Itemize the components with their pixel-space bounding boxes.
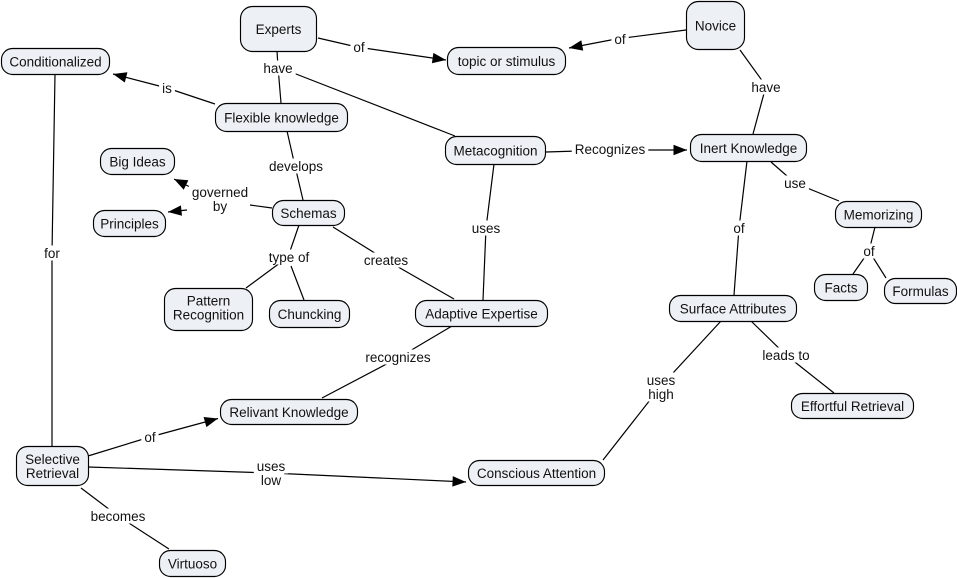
svg-text:is: is bbox=[162, 81, 172, 96]
svg-text:Pattern: Pattern bbox=[187, 294, 231, 309]
svg-text:Principles: Principles bbox=[100, 217, 159, 232]
svg-text:Retrieval: Retrieval bbox=[26, 466, 79, 481]
svg-text:for: for bbox=[44, 246, 60, 261]
svg-text:Conditionalized: Conditionalized bbox=[9, 55, 101, 70]
svg-text:governed: governed bbox=[192, 185, 248, 200]
svg-text:Relivant Knowledge: Relivant Knowledge bbox=[229, 405, 348, 420]
svg-text:high: high bbox=[648, 387, 674, 402]
svg-text:develops: develops bbox=[269, 159, 323, 174]
svg-text:have: have bbox=[263, 61, 292, 76]
svg-text:of: of bbox=[614, 32, 626, 47]
svg-text:of: of bbox=[863, 244, 875, 259]
svg-text:have: have bbox=[751, 80, 780, 95]
svg-text:leads to: leads to bbox=[762, 348, 809, 363]
svg-text:topic or stimulus: topic or stimulus bbox=[458, 54, 556, 69]
svg-text:Experts: Experts bbox=[256, 22, 302, 37]
svg-text:Metacognition: Metacognition bbox=[453, 144, 537, 159]
svg-text:uses: uses bbox=[647, 373, 676, 388]
svg-text:uses: uses bbox=[472, 221, 501, 236]
svg-text:becomes: becomes bbox=[91, 509, 146, 524]
svg-text:Memorizing: Memorizing bbox=[844, 208, 914, 223]
svg-text:use: use bbox=[784, 176, 806, 191]
svg-text:Conscious Attention: Conscious Attention bbox=[477, 466, 596, 481]
svg-text:of: of bbox=[144, 430, 156, 445]
svg-text:of: of bbox=[733, 221, 745, 236]
svg-text:Formulas: Formulas bbox=[892, 284, 949, 299]
svg-text:Big Ideas: Big Ideas bbox=[109, 155, 166, 170]
svg-text:low: low bbox=[261, 473, 282, 488]
svg-text:Inert Knowledge: Inert Knowledge bbox=[700, 141, 798, 156]
svg-text:recognizes: recognizes bbox=[365, 350, 431, 365]
svg-text:by: by bbox=[213, 199, 228, 214]
svg-text:uses: uses bbox=[257, 459, 286, 474]
svg-text:Effortful Retrieval: Effortful Retrieval bbox=[801, 399, 904, 414]
svg-text:Schemas: Schemas bbox=[280, 206, 337, 221]
svg-text:Novice: Novice bbox=[695, 19, 736, 34]
svg-text:Facts: Facts bbox=[824, 281, 857, 296]
svg-text:creates: creates bbox=[364, 253, 409, 268]
svg-text:Recognition: Recognition bbox=[173, 308, 244, 323]
svg-text:of: of bbox=[353, 40, 365, 55]
svg-text:Chuncking: Chuncking bbox=[278, 307, 342, 322]
svg-text:type of: type of bbox=[269, 250, 310, 265]
svg-text:Selective: Selective bbox=[25, 452, 80, 467]
svg-text:Surface Attributes: Surface Attributes bbox=[680, 302, 787, 317]
svg-text:Recognizes: Recognizes bbox=[575, 142, 646, 157]
svg-text:Flexible knowledge: Flexible knowledge bbox=[224, 111, 339, 126]
svg-text:Adaptive Expertise: Adaptive Expertise bbox=[425, 307, 538, 322]
svg-text:Virtuoso: Virtuoso bbox=[168, 557, 217, 572]
